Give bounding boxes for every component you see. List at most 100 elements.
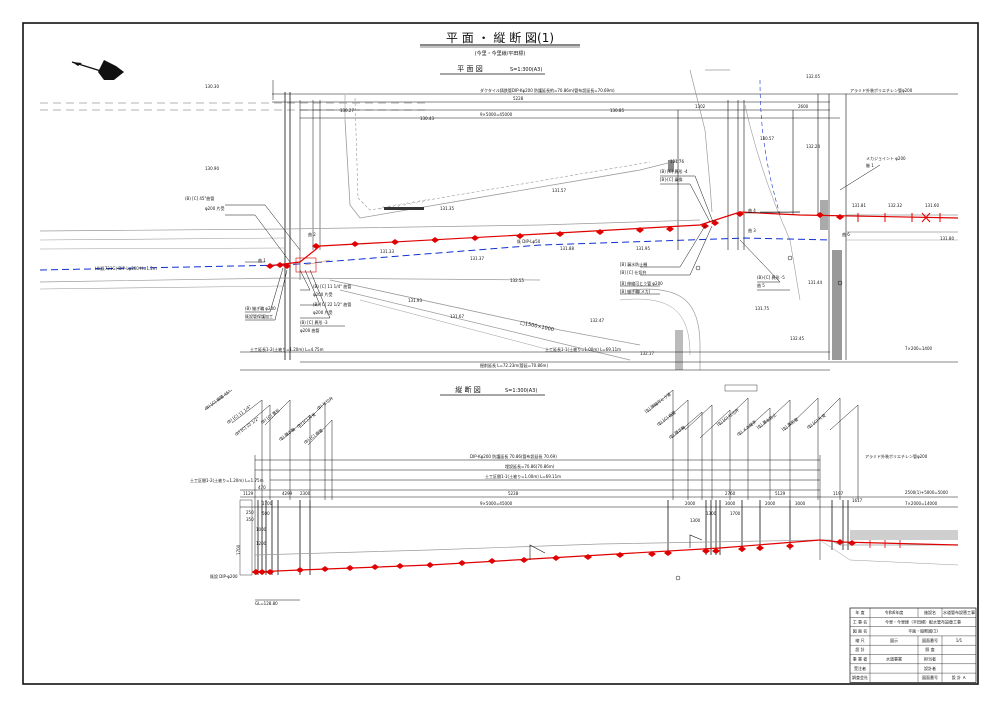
plan-dim-lower2: 土工延長1-1(土被り=1.00m) L=69.11m [545, 346, 621, 352]
elev-m: 131.75 [755, 306, 769, 311]
culvert-label: □1500×1000 [520, 320, 555, 333]
title-block-cell: 図面番号 [922, 637, 938, 643]
title-block: 年 度令和6年度施設名水道管布設替工事工 事 名今里・今里線（平田標）配水管布設… [849, 607, 977, 683]
elev-p: 131.81 [852, 203, 866, 208]
title-block-cell: 水道管布設替工事 [943, 609, 975, 615]
profile-dim-n: 1617 [852, 498, 863, 503]
plan-dia200a: φ200 片受 [205, 205, 225, 211]
profile-heading: 縦 断 図 [455, 385, 480, 394]
elev-t: 131.44 [808, 280, 822, 285]
profile-span-2: 埋設延長=70.86(70.86m) [505, 463, 555, 469]
callout-right-0: [B] 伸縮可とう管 [643, 391, 672, 414]
profile-dim-o: 1300 [706, 511, 717, 516]
plan-guard-2: [B] [C] 仕切弁 [620, 269, 646, 275]
title-block-cell: 水道事業 [886, 656, 902, 662]
profile-dim-g: 470 [258, 485, 266, 490]
title-block-cell: 縮 尺 [855, 637, 864, 643]
plan-dia200b: φ200 片受 [313, 291, 333, 297]
plan-ref-num: 5228 [513, 96, 524, 101]
profile-dim-j: 2000 [685, 501, 696, 506]
title-block-cell: 施設名 [924, 609, 936, 615]
title-block-cell: 担当者 [924, 656, 936, 662]
plan-pt5: 曲 5 [757, 282, 765, 288]
plan-cap: (B) 継ぎ輪 φ200 [245, 305, 276, 311]
elev-a: 130.27 [340, 108, 354, 113]
profile-dim-c: 5228 [508, 491, 519, 496]
elev-w: 131.33 [380, 249, 394, 254]
elev-g: 132.05 [806, 74, 820, 79]
plan-road-dim: 7×200=1400 [905, 346, 933, 351]
plan-pt6: 曲 6 [842, 231, 850, 237]
profile-dim-i: 4299 [282, 491, 293, 496]
profile-ground-left: 既設 DIP-φ200 [210, 573, 238, 579]
plan-bend-r2: 継 1 [866, 162, 874, 168]
profile-span-left: 土工区間1-2(土被り=1.20m) L=1.75m [190, 477, 264, 483]
title-block-cell: 設 計 [855, 646, 864, 652]
profile-dim-k: 3000 [725, 501, 736, 506]
plan-dim-total: 掘削延長 L=72.23m(管延=70.86m) [480, 362, 548, 368]
title-block-cell: 令和6年度 [885, 609, 904, 615]
plan-pt2: 曲 2 [308, 231, 316, 237]
callout-left-7: (B) 仕切弁 [315, 395, 334, 411]
elev-k: 132.17 [640, 351, 654, 356]
plan-dim-lower: 土工延長1-2(土被り=1.20m) L=4.75m [250, 346, 324, 352]
elev-f: 131.76 [670, 159, 684, 164]
plan-scale: S=1:300(A3) [510, 67, 542, 73]
elev-h: 131.37 [470, 256, 484, 261]
plan-guard-3: [B] 継ぎ輪(メカ) [620, 288, 651, 294]
profile-v5: 1700 [236, 544, 241, 555]
title-block-cell: 図面番号 [922, 674, 938, 680]
title-block-cell: 図示 [890, 638, 898, 643]
plan-elbow-c: (B) [C] 22 1/2° 曲管 [313, 301, 351, 307]
plan-pt1: 曲 1 [258, 257, 266, 263]
elev-v: 131.95 [636, 246, 650, 251]
title-block-cell: 工 事 名 [853, 618, 868, 624]
profile-dim-e: 5129 [775, 491, 786, 496]
plan-elbow-b: (B) [C] 11 1/4° 曲管 [313, 283, 351, 289]
profile-scale: S=1:300(A3) [505, 388, 537, 394]
profile-dim-l: 2000 [765, 501, 776, 506]
sheet-title: 平 面 ・ 縦 断 図(1) [446, 30, 554, 45]
north-arrow-icon [71, 60, 124, 80]
profile-dim-right: 7×2000=14000 [905, 501, 938, 506]
title-block-cell: 設 計 Ａ [952, 674, 967, 680]
plan-pt4: 曲 4 [748, 207, 756, 213]
elev-b: 130.43 [420, 116, 434, 121]
title-block-cell: 調査会社 [852, 674, 868, 680]
plan-elbow-a: (B) [C] 45°曲管 [185, 195, 214, 201]
sheet-frame [22, 22, 979, 685]
callout-left-5: (B) [C] 片受 [295, 411, 317, 429]
profile-callouts-left: (B) [C] 曲管 45° (B) [C] 11 1/4° (B) [C] 2… [203, 388, 334, 445]
title-block-cell: 照 査 [925, 646, 934, 652]
plan-dia200c: φ200 片受 [313, 309, 333, 315]
plan-labels: 130.30 130.90 ダクタイル鋳鉄管DIP-Kφ200 防護延長約=70… [95, 74, 954, 368]
profile-base-left: GL=128.80 [255, 601, 278, 606]
elev-c: 130.85 [610, 108, 624, 113]
profile-dim-p: 1700 [730, 511, 741, 516]
profile-view: (B) [C] 曲管 45° (B) [C] 11 1/4° (B) [C] 2… [203, 384, 959, 601]
title-block-cell: 平面・縦断図(1) [908, 628, 938, 634]
title-block-cell: 受注者 [854, 665, 866, 671]
profile-span-top: DIP-Kφ200 防護延長 70.86(管布設延長 70.69) [470, 453, 557, 459]
elev-j: 132.47 [590, 318, 604, 323]
callout-right-7: (B) [C] 片受 [805, 412, 827, 430]
profile-dim-h: 1700 [262, 501, 273, 506]
profile-v2: 350 [246, 517, 254, 522]
elev-q: 132.32 [888, 203, 902, 208]
profile-v6: 500 [262, 511, 270, 516]
plan-protect: 既設管保護加工 [245, 313, 273, 319]
profile-span-3: 土工区間1-1(土被り=1.00m) L=69.11m [485, 473, 561, 479]
callout-right-2: (B) 継ぎ輪 [667, 424, 686, 440]
callout-left-4: (B) 継ぎ輪 [277, 426, 296, 442]
profile-dim-q: 1300 [690, 518, 701, 523]
plan-reducer: [B]-[C] 乗換 [660, 176, 683, 182]
plan-valve-a: (B) [C] 異形 -3 [300, 319, 328, 325]
profile-labels: DIP-Kφ200 防護延長 70.86(管布設延長 70.69) アラミド外装… [190, 453, 948, 606]
profile-dim-m: 3000 [795, 501, 806, 506]
profile-dim-seq: 9×5000=45000 [480, 501, 513, 506]
elev-s: 131.80 [940, 236, 954, 241]
callout-left-6: (B) [C] 曲管 [302, 427, 324, 445]
elev-i: 131.93 [408, 298, 422, 303]
plan-valve-c: (B)-[C] 異形 -5 [757, 274, 785, 280]
title-block-cell: 今里・今里線（平田標）配水管布設替工事 [885, 618, 961, 624]
